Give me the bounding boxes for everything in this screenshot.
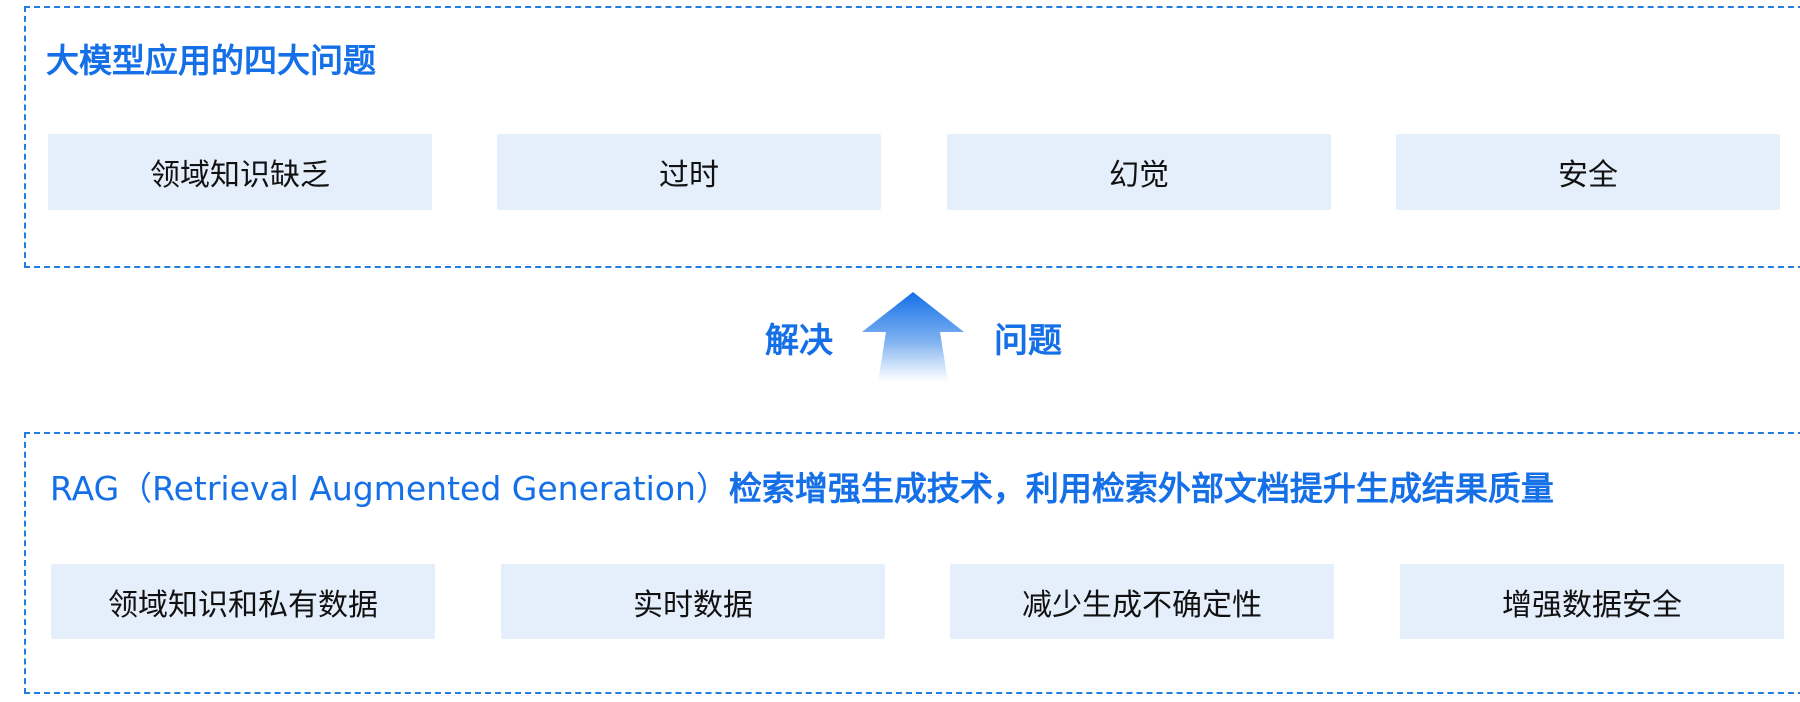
rag-panel: RAG（Retrieval Augmented Generation）检索增强生… [24,432,1800,694]
problems-title: 大模型应用的四大问题 [46,41,376,80]
problem-card-hallucination: 幻觉 [947,134,1331,210]
solution-card-realtime-data: 实时数据 [501,564,885,639]
rag-title: RAG（Retrieval Augmented Generation）检索增强生… [50,462,1554,510]
solution-card-private-data: 领域知识和私有数据 [51,564,435,639]
solution-card-data-security: 增强数据安全 [1400,564,1784,639]
rag-title-acronym: RAG（Retrieval Augmented Generation） [50,469,729,508]
problem-card-outdated: 过时 [497,134,881,210]
solution-card-reduce-uncertainty: 减少生成不确定性 [950,564,1334,639]
up-arrow-icon [862,292,964,382]
problems-panel: 大模型应用的四大问题 [24,6,1800,268]
problem-card-security: 安全 [1396,134,1780,210]
problem-card-domain-knowledge: 领域知识缺乏 [48,134,432,210]
connector-right-label: 问题 [994,321,1062,361]
rag-title-description: 检索增强生成技术，利用检索外部文档提升生成结果质量 [728,469,1554,508]
connector-left-label: 解决 [765,321,833,361]
